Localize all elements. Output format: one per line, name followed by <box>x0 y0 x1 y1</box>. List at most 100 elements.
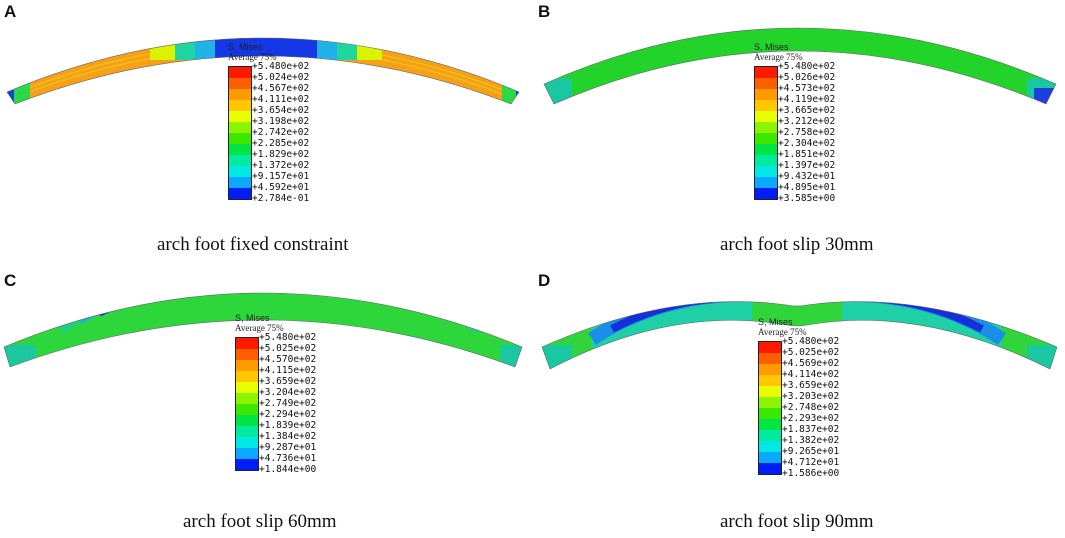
panel-caption: arch foot slip 60mm <box>183 511 337 532</box>
legend-swatch <box>759 408 781 419</box>
legend-value: +1.372e+02 <box>252 160 310 171</box>
legend-value: +3.203e+02 <box>782 391 840 402</box>
legend-labels: +5.480e+02 +5.024e+02 +4.567e+02 +4.111e… <box>252 61 309 204</box>
legend-value: +4.736e+01 <box>259 453 317 464</box>
legend-title: S, Mises <box>228 42 263 52</box>
panel-letter: A <box>4 2 17 21</box>
legend-swatch <box>236 448 258 459</box>
legend-value: +4.570e+02 <box>259 354 317 365</box>
contour-legend: S, Mises Average 75% +5.480e+02 +5.026e+… <box>754 42 835 204</box>
legend-swatch <box>229 89 251 100</box>
legend-value: +5.480e+02 <box>259 332 317 343</box>
legend-swatch <box>236 415 258 426</box>
legend-value: +9.157e+01 <box>252 171 310 182</box>
legend-value: +2.293e+02 <box>782 413 840 424</box>
legend-swatch <box>755 177 777 188</box>
legend-swatch <box>759 364 781 375</box>
legend-swatch <box>755 155 777 166</box>
legend-value: +2.294e+02 <box>259 409 317 420</box>
legend-swatch <box>229 67 251 78</box>
panel-a: A S, Mises Average 75% +5.480e+02 +5.02 <box>0 0 532 269</box>
legend-value: +4.592e+01 <box>252 182 310 193</box>
contour-legend: S, Mises Average 75% +5.480e+02 +5.024e+… <box>228 42 309 204</box>
legend-value: +3.659e+02 <box>782 380 840 391</box>
legend-value: +1.397e+02 <box>778 160 836 171</box>
legend-swatch <box>755 89 777 100</box>
legend-swatch <box>236 349 258 360</box>
legend-swatch <box>759 463 781 474</box>
legend-swatch <box>755 100 777 111</box>
contour-legend: S, Mises Average 75% +5.480e+02 +5.025e+… <box>758 317 839 479</box>
legend-title: S, Mises <box>758 317 793 327</box>
legend-color-bar <box>228 66 252 200</box>
legend-value: +9.287e+01 <box>259 442 317 453</box>
legend-subtitle: Average 75% <box>754 52 803 62</box>
legend-value: +5.025e+02 <box>782 347 840 358</box>
legend-swatch <box>759 342 781 353</box>
legend-swatch <box>755 122 777 133</box>
panel-letter: B <box>538 2 551 21</box>
legend-value: +3.198e+02 <box>252 116 310 127</box>
legend-value: +2.784e-01 <box>252 193 310 204</box>
legend-color-bar <box>754 66 778 200</box>
legend-swatch <box>236 437 258 448</box>
panel-letter: C <box>4 271 17 290</box>
legend-swatch <box>229 133 251 144</box>
legend-swatch <box>759 353 781 364</box>
legend-value: +1.384e+02 <box>259 431 317 442</box>
legend-swatch <box>236 360 258 371</box>
legend-swatch <box>236 426 258 437</box>
left-foot <box>7 70 30 104</box>
legend-swatch <box>236 393 258 404</box>
legend-value: +1.829e+02 <box>252 149 310 160</box>
legend-swatch <box>759 375 781 386</box>
legend-value: +4.114e+02 <box>782 369 840 380</box>
panel-letter: D <box>538 271 551 290</box>
legend-swatch <box>229 177 251 188</box>
legend-value: +3.212e+02 <box>778 116 836 127</box>
legend-swatch <box>236 404 258 415</box>
legend-value: +4.115e+02 <box>259 365 317 376</box>
legend-value: +3.654e+02 <box>252 105 310 116</box>
panel-b: B S, Mises Average 75% +5.480e+02 +5.02 <box>532 0 1065 269</box>
left-foot <box>542 345 572 369</box>
legend-value: +1.382e+02 <box>782 435 840 446</box>
legend-swatch <box>229 100 251 111</box>
legend-labels: +5.480e+02 +5.025e+02 +4.570e+02 +4.115e… <box>259 332 316 475</box>
legend-value: +5.024e+02 <box>252 72 310 83</box>
legend-swatch <box>755 133 777 144</box>
legend-labels: +5.480e+02 +5.025e+02 +4.569e+02 +4.114e… <box>782 336 839 479</box>
legend-swatch <box>759 430 781 441</box>
legend-swatch <box>755 166 777 177</box>
legend-swatch <box>755 144 777 155</box>
legend-color-bar <box>235 337 259 471</box>
left-foot-edge <box>7 90 14 104</box>
legend-title: S, Mises <box>754 42 789 52</box>
legend-value: +1.839e+02 <box>259 420 317 431</box>
arch-outline <box>3 292 523 368</box>
right-foot-edge <box>1034 88 1056 104</box>
legend-swatch <box>236 459 258 470</box>
legend-value: +5.480e+02 <box>778 61 836 72</box>
legend-swatch <box>236 371 258 382</box>
legend-value: +1.586e+00 <box>782 468 840 479</box>
legend-value: +2.285e+02 <box>252 138 310 149</box>
panel-d: D S, Mises Average 75% +5.480e+02 +5.02 <box>532 269 1065 538</box>
legend-swatch <box>229 166 251 177</box>
legend-swatch <box>759 441 781 452</box>
legend-value: +2.748e+02 <box>782 402 840 413</box>
legend-swatch <box>759 386 781 397</box>
legend-swatch <box>755 188 777 199</box>
legend-value: +4.111e+02 <box>252 94 310 105</box>
legend-value: +2.749e+02 <box>259 398 317 409</box>
panel-caption: arch foot slip 90mm <box>720 511 874 532</box>
legend-swatch <box>229 122 251 133</box>
crown-low <box>215 38 317 60</box>
legend-value: +1.844e+00 <box>259 464 317 475</box>
legend-swatch <box>755 111 777 122</box>
arch-outline <box>6 37 520 105</box>
contour-legend: S, Mises Average 75% +5.480e+02 +5.025e+… <box>235 313 316 475</box>
arch-contour-d <box>541 301 1058 370</box>
legend-value: +4.567e+02 <box>252 83 310 94</box>
legend-labels: +5.480e+02 +5.026e+02 +4.573e+02 +4.119e… <box>778 61 835 204</box>
